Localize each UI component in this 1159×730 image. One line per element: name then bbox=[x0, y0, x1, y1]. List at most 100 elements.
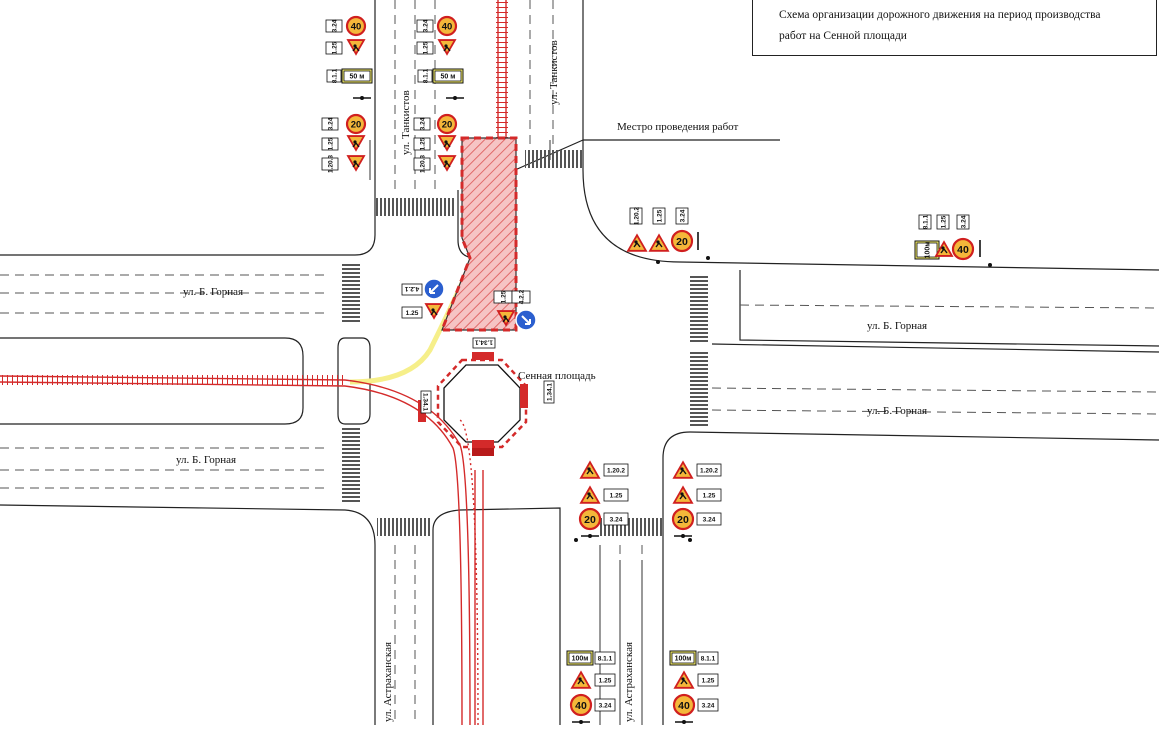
road-edge-ne bbox=[582, 0, 1159, 271]
sign-group-north-left: 40 3.24 1.25 50 м 8.1.1 bbox=[325, 15, 373, 84]
svg-text:1.34.1: 1.34.1 bbox=[422, 393, 429, 411]
tram-tracks bbox=[0, 0, 508, 726]
sign-group-south-bottom-east: 100м 8.1.1 1.25 40 3.24 bbox=[669, 650, 719, 724]
chevron-marker-top bbox=[472, 352, 494, 360]
work-zone bbox=[439, 136, 518, 332]
svg-text:3.24: 3.24 bbox=[702, 703, 715, 710]
chevron-markers bbox=[418, 352, 528, 456]
svg-text:40: 40 bbox=[575, 700, 587, 712]
svg-text:8.1.1: 8.1.1 bbox=[598, 656, 613, 663]
svg-text:1.25: 1.25 bbox=[657, 209, 664, 222]
svg-text:100м: 100м bbox=[925, 242, 932, 259]
astrakhanskaya-label-right: ул. Астраханская bbox=[623, 641, 635, 722]
svg-text:1.20.2: 1.20.2 bbox=[607, 468, 625, 475]
svg-text:1.25: 1.25 bbox=[610, 493, 623, 500]
svg-text:1.25: 1.25 bbox=[423, 41, 430, 54]
svg-text:4.2.2: 4.2.2 bbox=[519, 289, 526, 304]
sign-group-square: 1.34.1 1.34.1 1.34.1 bbox=[420, 337, 555, 414]
crosswalks bbox=[342, 150, 708, 536]
svg-text:8.1.1: 8.1.1 bbox=[423, 68, 430, 83]
svg-text:3.24: 3.24 bbox=[610, 517, 623, 524]
work-site-label: Местро проведения работ bbox=[617, 121, 739, 133]
svg-text:3.24: 3.24 bbox=[599, 703, 612, 710]
tankistov-label-alt: ул. Танкистов bbox=[548, 40, 560, 105]
sign-group-north-left-2: 20 3.24 1.25 1.20.3 bbox=[321, 96, 371, 173]
road-edge-nw bbox=[0, 0, 376, 256]
svg-text:8.1.1: 8.1.1 bbox=[332, 68, 339, 83]
gornaya-label-east-top: ул. Б. Горная bbox=[867, 320, 928, 332]
square-label: Сенная площадь bbox=[518, 370, 596, 382]
chevron-marker-bottom bbox=[472, 440, 494, 448]
crosswalk-south-left bbox=[377, 518, 431, 536]
sign-group-north-middle: 40 3.24 1.25 50 м 8.1.1 bbox=[416, 15, 464, 84]
road-edge-se bbox=[662, 431, 1159, 725]
svg-text:20: 20 bbox=[676, 236, 688, 248]
crosswalk-west-top bbox=[342, 262, 360, 322]
svg-text:1.25: 1.25 bbox=[420, 137, 427, 150]
svg-text:3.24: 3.24 bbox=[420, 117, 427, 130]
sign-group-north-middle-2: 20 3.24 1.25 1.20.3 bbox=[413, 96, 464, 173]
svg-text:1.34.1: 1.34.1 bbox=[475, 339, 493, 346]
svg-text:40: 40 bbox=[442, 21, 453, 32]
gornaya-label-west-bottom: ул. Б. Горная bbox=[176, 454, 237, 466]
svg-text:1.20.2: 1.20.2 bbox=[700, 468, 718, 475]
svg-text:40: 40 bbox=[678, 700, 690, 712]
svg-text:20: 20 bbox=[677, 514, 689, 526]
svg-text:40: 40 bbox=[351, 21, 362, 32]
svg-text:1.20.3: 1.20.3 bbox=[420, 155, 427, 173]
svg-text:8.1.1: 8.1.1 bbox=[701, 656, 716, 663]
svg-text:1.25: 1.25 bbox=[702, 678, 715, 685]
svg-text:3.24: 3.24 bbox=[328, 117, 335, 130]
road-edge-sw bbox=[0, 504, 376, 725]
svg-text:50 м: 50 м bbox=[350, 74, 365, 81]
title-box: Схема организации дорожного движения на … bbox=[752, 0, 1157, 56]
south-median bbox=[432, 507, 561, 725]
crosswalk-north-right bbox=[525, 150, 583, 168]
east-median-top bbox=[739, 270, 1159, 347]
svg-text:3.24: 3.24 bbox=[961, 215, 968, 228]
svg-text:1.25: 1.25 bbox=[332, 41, 339, 54]
sign-group-northeast: 20 1.20.2 1.25 3.24 bbox=[626, 207, 710, 264]
square-roundabout bbox=[436, 358, 528, 449]
svg-text:100м: 100м bbox=[675, 656, 692, 663]
svg-text:1.20.3: 1.20.3 bbox=[328, 155, 335, 173]
sign-group-east: 100м 40 8.1.1 1.25 3.24 bbox=[914, 214, 992, 267]
svg-text:4.2.1: 4.2.1 bbox=[404, 285, 419, 292]
astrakhanskaya-label-left: ул. Астраханская bbox=[382, 641, 394, 722]
svg-text:3.24: 3.24 bbox=[703, 517, 716, 524]
svg-text:20: 20 bbox=[351, 119, 362, 130]
svg-text:40: 40 bbox=[957, 244, 969, 256]
crosswalk-north-left bbox=[376, 198, 456, 216]
gornaya-label-west-top: ул. Б. Горная bbox=[183, 286, 244, 298]
gornaya-label-east-bottom: ул. Б. Горная bbox=[867, 405, 928, 417]
svg-text:1.25: 1.25 bbox=[406, 310, 419, 317]
crosswalk-east-bottom bbox=[690, 350, 708, 426]
svg-text:1.25: 1.25 bbox=[328, 137, 335, 150]
tankistov-label: ул. Танкистов bbox=[400, 90, 412, 155]
svg-text:3.24: 3.24 bbox=[332, 19, 339, 32]
svg-text:1.25: 1.25 bbox=[941, 215, 948, 228]
east-median-bottom bbox=[711, 343, 1159, 353]
sign-group-south-east: 1.20.2 1.25 20 3.24 bbox=[671, 460, 722, 542]
svg-text:1.20.2: 1.20.2 bbox=[634, 207, 641, 225]
crosswalk-east-top bbox=[690, 275, 708, 343]
title-line-1: Схема организации дорожного движения на … bbox=[779, 9, 1101, 21]
title-line-2: работ на Сенной площади bbox=[779, 30, 907, 42]
svg-text:100м: 100м bbox=[572, 656, 589, 663]
crosswalk-west-bottom bbox=[342, 428, 360, 504]
svg-text:3.24: 3.24 bbox=[423, 19, 430, 32]
sign-group-south-center: 1.20.2 1.25 20 3.24 bbox=[574, 460, 629, 542]
svg-text:1.25: 1.25 bbox=[703, 493, 716, 500]
svg-text:1.34.1: 1.34.1 bbox=[547, 383, 554, 401]
svg-text:3.24: 3.24 bbox=[680, 209, 687, 222]
svg-text:20: 20 bbox=[442, 119, 453, 130]
svg-text:8.1.1: 8.1.1 bbox=[923, 214, 930, 229]
svg-text:1.25: 1.25 bbox=[501, 290, 508, 303]
svg-text:50 м: 50 м bbox=[441, 74, 456, 81]
svg-text:20: 20 bbox=[584, 514, 596, 526]
